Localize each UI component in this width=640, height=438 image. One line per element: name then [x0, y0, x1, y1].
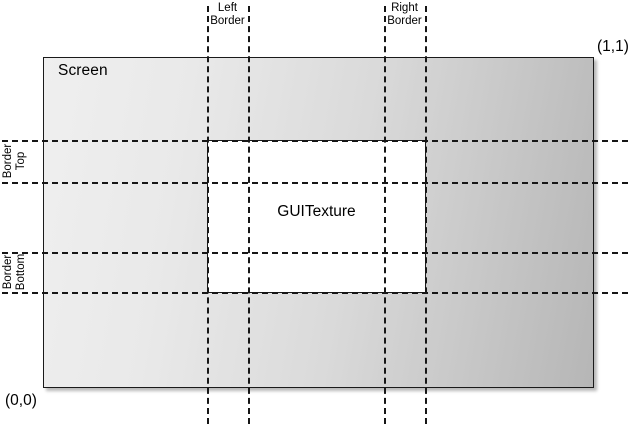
top-border-label-line2: Border [2, 143, 14, 179]
guide-line-vertical-right-inner [384, 6, 386, 424]
guide-line-horizontal-top-inner [2, 182, 628, 184]
top-border-label-line1: Top [15, 151, 27, 171]
bottom-border-label-line2: Border [2, 254, 14, 290]
bottom-border-label-alt: Bottom [15, 252, 28, 292]
guitexture-label: GUITexture [277, 203, 356, 220]
guide-line-vertical-left-outer [207, 6, 209, 424]
left-border-label: Left Border [197, 2, 258, 28]
right-border-label: Right Border [374, 2, 435, 28]
screen-label: Screen [58, 62, 108, 79]
coordinate-label-top-right: (1,1) [597, 38, 629, 55]
guide-line-horizontal-bottom-outer [2, 292, 628, 294]
guide-line-horizontal-bottom-inner [2, 252, 628, 254]
guide-line-vertical-right-outer [425, 6, 427, 424]
guitexture-rectangle [207, 140, 426, 293]
left-border-label-line1: Left [217, 2, 238, 14]
top-border-label: Border [2, 140, 15, 182]
bottom-border-label-line1: Bottom [15, 253, 27, 291]
guide-line-horizontal-top-outer [2, 140, 628, 142]
top-border-label-alt: Top [15, 140, 28, 182]
left-border-label-line2: Border [210, 15, 245, 27]
guide-line-vertical-left-inner [248, 6, 250, 424]
bottom-border-label: Border [2, 252, 15, 292]
right-border-label-line1: Right [391, 2, 418, 14]
coordinate-label-bottom-left: (0,0) [5, 392, 37, 409]
right-border-label-line2: Border [387, 15, 422, 27]
